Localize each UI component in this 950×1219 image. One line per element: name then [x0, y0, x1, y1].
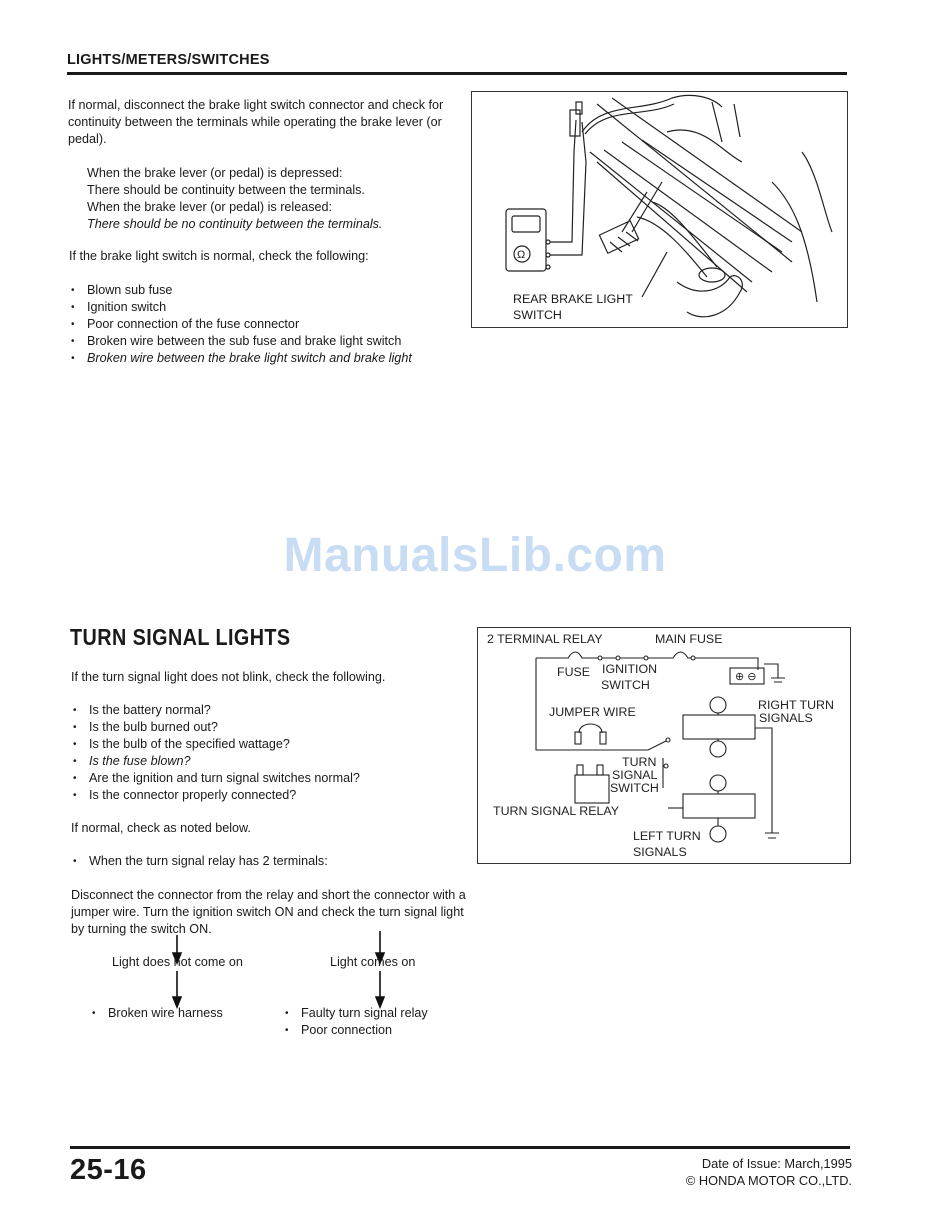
turn-intro: If the turn signal light does not blink,… — [71, 670, 386, 684]
turn-procedure-paragraph: Disconnect the connector from the relay … — [71, 888, 466, 936]
list-item: Broken wire between the sub fuse and bra… — [69, 333, 412, 350]
fuse-label: FUSE — [557, 665, 590, 679]
copyright: © HONDA MOTOR CO.,LTD. — [685, 1173, 852, 1188]
right-turn-bulb-icon — [709, 696, 727, 714]
battery-icon — [729, 667, 765, 685]
brake-intro-paragraph: If normal, disconnect the brake light sw… — [68, 98, 444, 146]
page-number: 25-16 — [70, 1154, 147, 1186]
left-turn-bulb-icon — [709, 774, 727, 792]
left-signal-label: LEFT TURN — [633, 829, 701, 843]
check-line: When the brake lever (or pedal) is relea… — [87, 200, 333, 214]
turn-signal-relay-icon — [574, 774, 610, 804]
brake-switch-illustration: Ω — [505, 94, 833, 318]
check-line: There should be continuity between the t… — [87, 183, 365, 197]
turn-check-list: Is the battery normal? Is the bulb burne… — [71, 702, 360, 804]
troubleshooting-flow: Light does not come on Light comes on Br… — [70, 925, 490, 1055]
list-item: Poor connection — [283, 1022, 428, 1039]
list-item: Poor connection of the fuse connector — [69, 316, 412, 333]
turn-switch-label: SWITCH — [610, 781, 659, 795]
brake-figure-label: REAR BRAKE LIGHT SWITCH — [513, 291, 633, 323]
turn-signal-wiring-diagram: ⊕ ⊖ — [477, 627, 851, 864]
right-causes: Faulty turn signal relay Poor connection — [283, 1005, 428, 1039]
list-item: Is the bulb of the specified wattage? — [71, 736, 360, 753]
check-line: When the brake lever (or pedal) is depre… — [87, 166, 343, 180]
footer-rule — [70, 1146, 850, 1149]
check-line: There should be no continuity between th… — [87, 217, 383, 231]
right-result: Light comes on — [330, 955, 416, 969]
list-item: Ignition switch — [69, 299, 412, 316]
label-line: SWITCH — [513, 308, 562, 322]
relay-name-label: TURN SIGNAL RELAY — [493, 804, 619, 818]
right-signal-label: RIGHT TURN — [758, 698, 834, 712]
relay-label: 2 TERMINAL RELAY — [487, 632, 602, 646]
list-item: Is the bulb burned out? — [71, 719, 360, 736]
list-item: Is the connector properly connected? — [71, 787, 360, 804]
jumper-label: JUMPER WIRE — [549, 705, 636, 719]
svg-text:Ω: Ω — [517, 249, 525, 261]
multimeter-icon — [505, 208, 547, 272]
section-header: LIGHTS/METERS/SWITCHES — [67, 52, 270, 68]
flow-arrows — [171, 931, 386, 1010]
ignition-label: IGNITION — [602, 662, 657, 676]
header-rule — [67, 72, 847, 75]
turn-switch-label: TURN — [622, 755, 656, 769]
list-item: Are the ignition and turn signal switche… — [71, 770, 360, 787]
right-signal-label: SIGNALS — [759, 711, 813, 725]
left-causes: Broken wire harness — [90, 1005, 223, 1022]
footer-issue-info: Date of Issue: March,1995 © HONDA MOTOR … — [600, 1155, 852, 1189]
list-item: Blown sub fuse — [69, 282, 412, 299]
main-fuse-label: MAIN FUSE — [655, 632, 722, 646]
brake-continuity-checks: When the brake lever (or pedal) is depre… — [87, 165, 467, 233]
list-item: Is the fuse blown? — [71, 753, 360, 770]
list-item: Broken wire harness — [90, 1005, 223, 1022]
turn-relay-case: When the turn signal relay has 2 termina… — [71, 853, 328, 870]
turn-switch-label: SIGNAL — [612, 768, 658, 782]
watermark: ManualsLib.com — [283, 529, 667, 582]
list-item: Is the battery normal? — [71, 702, 360, 719]
list-item: When the turn signal relay has 2 termina… — [71, 853, 328, 870]
svg-text:⊕ ⊖: ⊕ ⊖ — [735, 671, 757, 683]
label-line: REAR BRAKE LIGHT — [513, 292, 633, 306]
left-turn-bulb-icon — [709, 825, 727, 843]
issue-date: Date of Issue: March,1995 — [701, 1156, 852, 1171]
left-result: Light does not come on — [112, 955, 243, 969]
left-signal-label: SIGNALS — [633, 845, 687, 859]
brake-check-list: Blown sub fuse Ignition switch Poor conn… — [69, 282, 412, 367]
brake-list-intro: If the brake light switch is normal, che… — [69, 249, 369, 263]
list-item: Broken wire between the brake light swit… — [69, 350, 412, 367]
wiring-diagram: ⊕ ⊖ — [487, 632, 834, 859]
brake-switch-figure: Ω — [471, 91, 848, 328]
right-turn-bulb-icon — [709, 740, 727, 758]
turn-normal-note: If normal, check as noted below. — [71, 821, 251, 835]
ignition-label: SWITCH — [601, 678, 650, 692]
turn-signal-title: TURN SIGNAL LIGHTS — [70, 624, 291, 650]
list-item: Faulty turn signal relay — [283, 1005, 428, 1022]
